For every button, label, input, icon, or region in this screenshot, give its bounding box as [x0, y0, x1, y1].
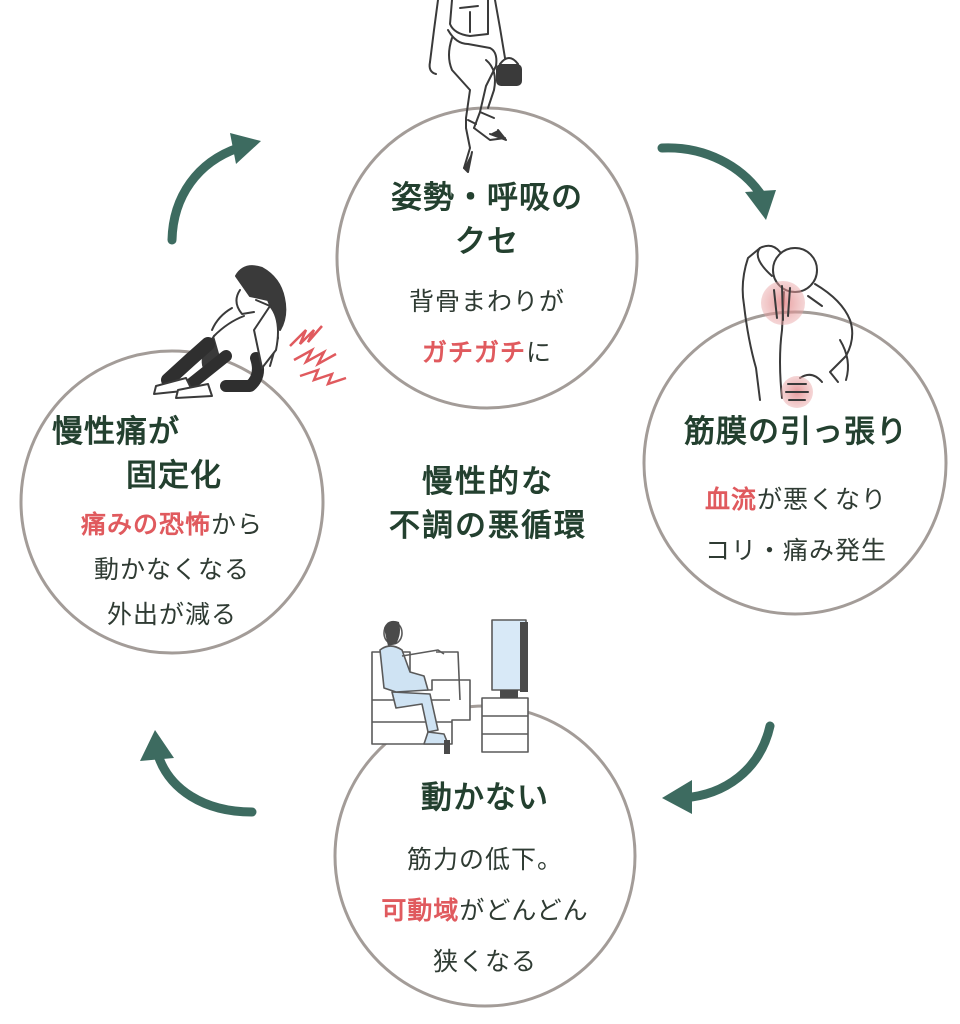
center-line-1: 慢性的な	[422, 464, 554, 500]
muscle-node: 筋膜の引っ張り 血流が悪くなり コリ・痛み発生	[645, 410, 947, 576]
immobile-node: 動かない 筋力の低下。 可動域がどんどん 狭くなる	[335, 776, 635, 987]
center-line-2: 不調の悪循環	[389, 508, 587, 544]
arrow-top-right-icon	[657, 143, 776, 220]
chronic-highlight: 痛みの恐怖	[80, 510, 211, 539]
arrow-bottom-left-icon	[140, 730, 257, 817]
crossed-legs-sitting-woman-icon	[428, 0, 522, 173]
head-in-hands-sitting-woman-icon	[153, 265, 287, 399]
posture-highlight: ガチガチ	[421, 338, 526, 367]
posture-body: 背骨まわりが ガチガチに	[408, 287, 565, 367]
posture-title: 姿勢・呼吸の クセ	[391, 180, 583, 260]
muscle-body: 血流が悪くなり コリ・痛み発生	[704, 485, 888, 565]
muscle-title: 筋膜の引っ張り	[684, 414, 908, 450]
pain-lightning-icon	[289, 325, 347, 387]
back-pain-torso-icon	[741, 244, 854, 408]
immobile-title: 動かない	[421, 780, 549, 816]
chronic-body: 痛みの恐怖から 動かなくなる 外出が減る	[80, 510, 264, 629]
posture-node: 姿勢・呼吸の クセ 背骨まわりが ガチガチに	[337, 176, 637, 378]
center-label: 慢性的な 不調の悪循環	[338, 460, 638, 548]
arrow-left-up-icon	[167, 133, 261, 245]
woman-on-sofa-watching-tv-icon	[371, 619, 529, 754]
arrow-right-down-icon	[662, 721, 775, 814]
chronic-title: 慢性痛が 固定化	[52, 414, 222, 494]
immobile-body: 筋力の低下。 可動域がどんどん 狭くなる	[381, 845, 589, 976]
immobile-highlight: 可動域	[381, 896, 460, 925]
chronic-circle	[19, 349, 325, 655]
muscle-highlight: 血流	[704, 485, 757, 514]
chronic-node: 慢性痛が 固定化 痛みの恐怖から 動かなくなる 外出が減る	[22, 410, 322, 637]
